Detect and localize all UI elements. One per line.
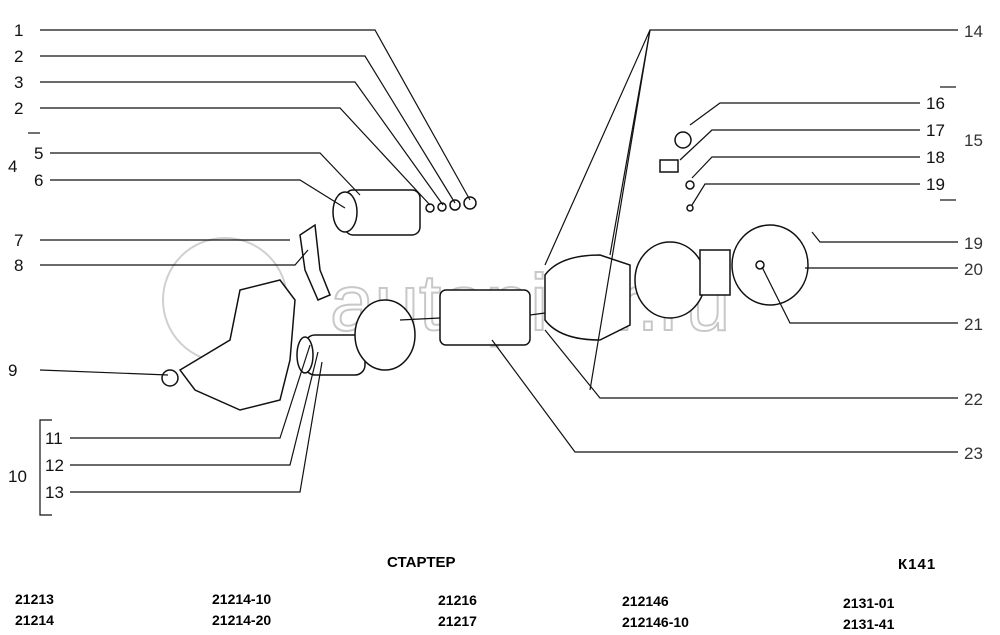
callout-16: 16 [926,94,945,113]
leader-lines [28,29,958,516]
model-code: 2131-01 [843,595,895,611]
callout-9: 9 [8,361,17,380]
callout-21: 21 [964,315,983,334]
callout-2: 2 [14,47,23,66]
callout-10: 10 [8,467,27,486]
callout-6: 6 [34,171,43,190]
callout-8: 8 [14,256,23,275]
drive-housing [161,279,296,411]
model-code: 2131-41 [843,616,895,632]
model-code: 21216 [438,592,477,608]
model-column: 21214-10 21214-20 [212,589,271,631]
callout-4: 4 [8,157,17,176]
callout-18: 18 [926,148,945,167]
callouts-left: 1 2 3 2 4 5 6 7 8 9 10 11 12 13 [8,21,64,502]
diagram-title: СТАРТЕР [387,554,456,571]
callout-12: 12 [45,456,64,475]
callouts-right: 14 15 16 17 18 19 19 20 21 22 23 [926,22,983,463]
callout-2b: 2 [14,99,23,118]
page-code: К141 [898,556,937,573]
brush-holder [634,241,731,319]
callout-13: 13 [45,483,64,502]
callout-1: 1 [14,21,23,40]
model-column: 21216 21217 [438,590,477,632]
callout-14: 14 [964,22,983,41]
model-column: 21213 21214 [15,589,54,631]
end-cover [731,224,809,306]
callout-11: 11 [45,429,63,448]
model-code: 212146-10 [622,614,689,630]
callout-19b: 19 [964,234,983,253]
drive-lever [299,223,331,301]
solenoid-relay [332,189,477,236]
callout-17: 17 [926,121,945,140]
model-column: 2131-01 2131-41 [843,593,894,635]
model-code: 21214 [15,612,54,628]
drive-clutch [296,334,366,376]
callout-19: 19 [926,175,945,194]
model-code: 21213 [15,591,54,607]
callout-22: 22 [964,390,983,409]
model-code: 21214-20 [212,612,272,628]
callout-20: 20 [964,260,983,279]
callout-5: 5 [34,144,43,163]
callout-7: 7 [14,231,23,250]
callout-23: 23 [964,444,983,463]
stator-housing [544,254,631,341]
model-code: 21217 [438,613,477,629]
callout-3: 3 [14,73,23,92]
intermediate-plate [354,299,416,371]
brush-spring-parts [659,131,695,212]
armature [399,289,546,346]
model-code: 21214-10 [212,591,272,607]
model-code: 212146 [622,593,669,609]
model-column: 212146 212146-10 [622,591,689,633]
callout-15: 15 [964,131,983,150]
